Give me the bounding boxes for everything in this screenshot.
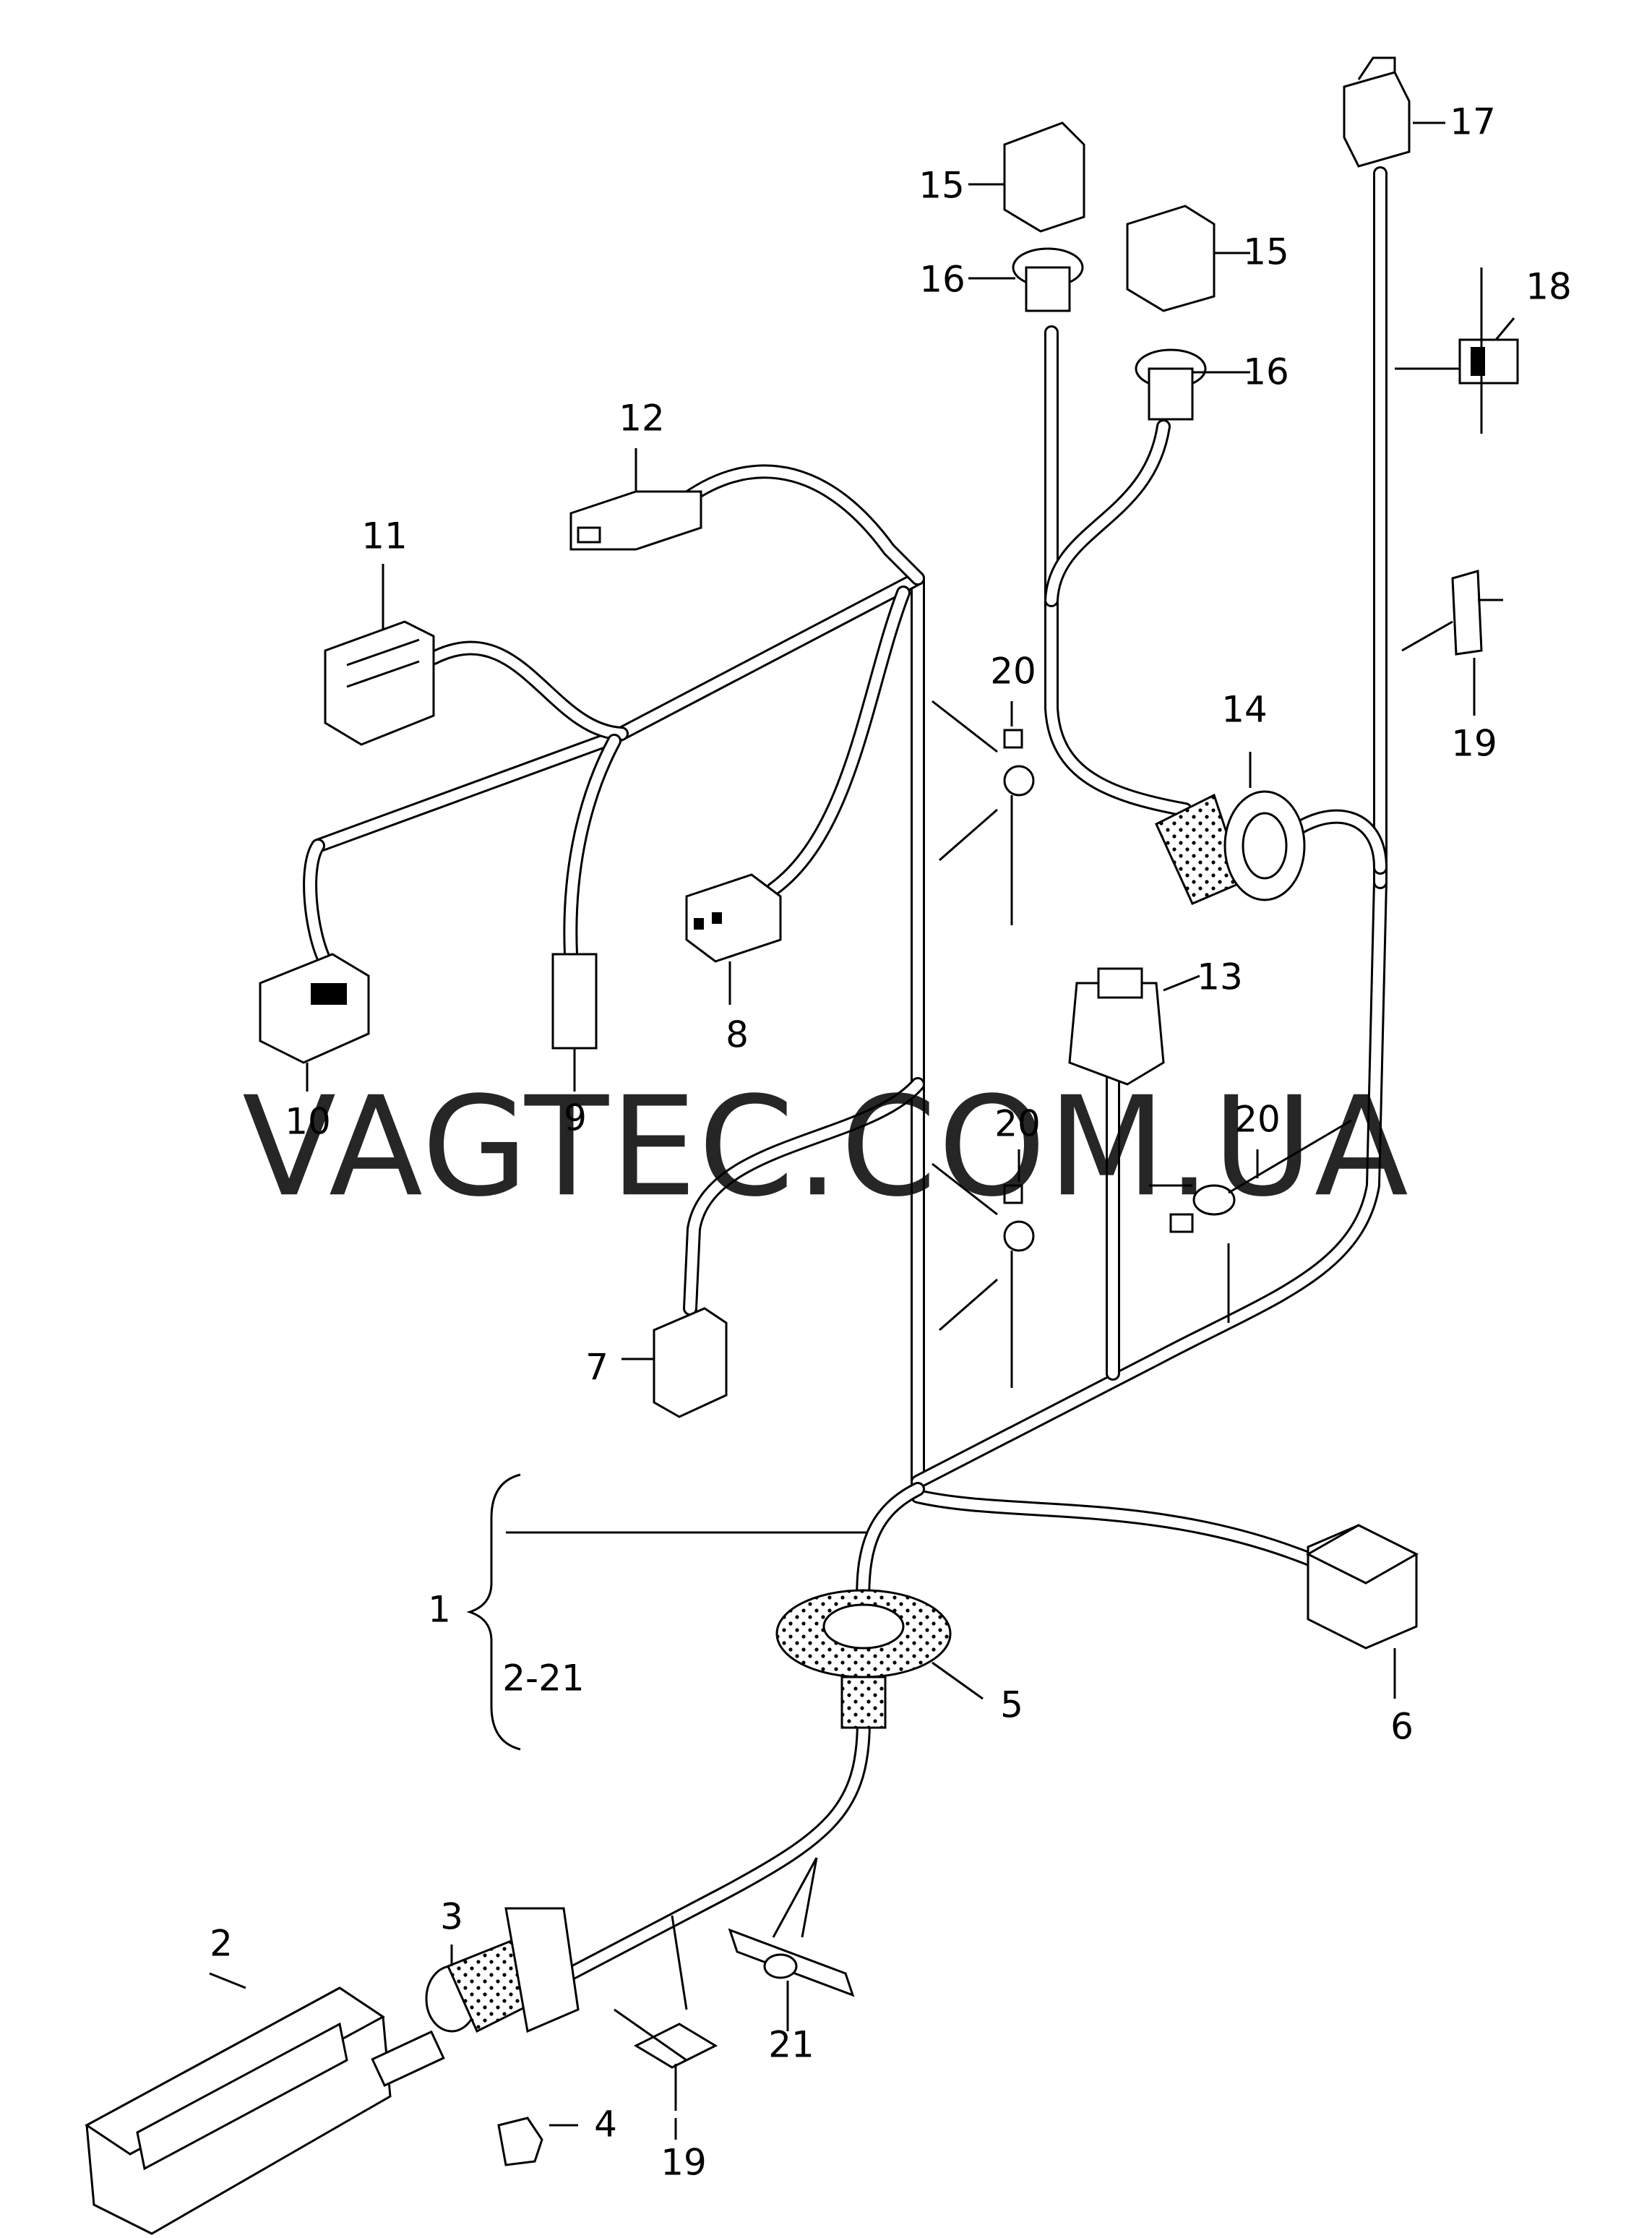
- callout-21: 21: [768, 2024, 814, 2066]
- part-19-clip-upper: [1451, 570, 1503, 656]
- part-16-ring-right: [1135, 348, 1207, 421]
- part-18-clip: [1458, 267, 1519, 434]
- callout-20-a: 20: [990, 651, 1036, 693]
- callout-15-right: 15: [1243, 231, 1289, 273]
- part-17-connector: [1343, 56, 1411, 168]
- watermark-text: VAGTEC.COM.UA: [242, 1067, 1410, 1227]
- callout-10: 10: [285, 1101, 331, 1143]
- callout-8: 8: [726, 1014, 749, 1056]
- part-14-grommet: [1155, 790, 1306, 905]
- callout-13: 13: [1197, 956, 1243, 998]
- part-8-connector: [685, 873, 782, 963]
- part-20-cable-tie-b: [1003, 1184, 1035, 1388]
- part-10-connector: [259, 953, 370, 1064]
- callout-14: 14: [1221, 689, 1268, 731]
- callout-15-left: 15: [919, 165, 965, 207]
- leader-lines: [209, 121, 1515, 2140]
- part-7-connector: [653, 1307, 728, 1418]
- part-4-clip: [497, 2117, 543, 2166]
- callout-20-c: 20: [1234, 1099, 1281, 1141]
- callout-1: 1: [428, 1589, 451, 1631]
- callout-2-21: 2-21: [502, 1658, 584, 1699]
- part-15-connector-left: [1003, 121, 1085, 233]
- part-15-connector-right: [1126, 205, 1216, 312]
- callout-6: 6: [1390, 1706, 1414, 1748]
- part-13-bracket: [1068, 967, 1165, 1086]
- part-21-holder: [728, 1928, 855, 1997]
- callout-18: 18: [1526, 266, 1572, 308]
- callout-2: 2: [210, 1923, 233, 1965]
- callout-19-upper: 19: [1451, 723, 1497, 765]
- part-16-ring-left: [1012, 247, 1084, 312]
- callout-16-right: 16: [1243, 351, 1289, 393]
- part-2-light-housing: [85, 1986, 445, 2235]
- callout-3: 3: [440, 1896, 463, 1938]
- part-5-grommet: [775, 1589, 952, 1729]
- part-11-connector: [324, 620, 435, 746]
- callout-20-b: 20: [994, 1103, 1041, 1145]
- part-20-cable-tie-a: [1003, 729, 1035, 925]
- callout-4: 4: [594, 2104, 617, 2145]
- part-12-connector: [569, 490, 702, 551]
- callout-9: 9: [564, 1097, 587, 1139]
- callout-labels: 1 2-21 2 3 4 5 6 7 8 9 10 11 12 13 14 15…: [210, 101, 1572, 2184]
- part-9-sensor: [551, 953, 598, 1050]
- callout-12: 12: [619, 398, 665, 440]
- part-20-cable-tie-c: [1169, 1119, 1352, 1233]
- callout-11: 11: [361, 515, 408, 557]
- part-19-clip-lower: [633, 2023, 718, 2111]
- callout-5: 5: [1000, 1684, 1023, 1726]
- part-6-connector: [1305, 1524, 1419, 1650]
- callout-16-left: 16: [919, 259, 965, 301]
- callout-19-lower: 19: [661, 2142, 707, 2184]
- callout-17: 17: [1450, 101, 1496, 143]
- callout-7: 7: [585, 1347, 608, 1389]
